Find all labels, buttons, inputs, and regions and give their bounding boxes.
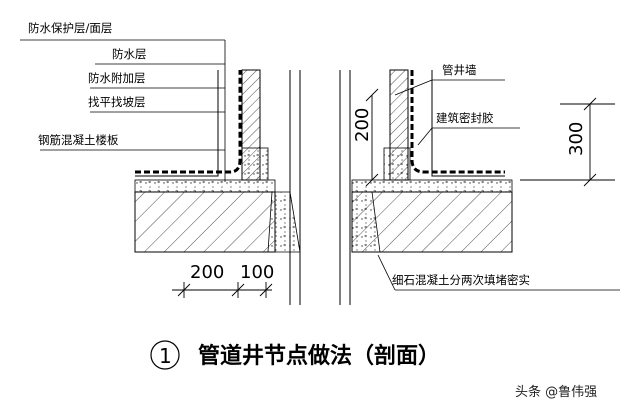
layer-label-slab: 钢筋混凝土楼板 xyxy=(38,133,119,147)
dim-right-height: 300 xyxy=(566,122,587,156)
label-shaft-wall: 管井墙 xyxy=(442,63,477,77)
watermark: 头条 @鲁伟强 xyxy=(515,384,597,400)
right-slab xyxy=(351,69,513,253)
label-fill: 细石混凝土分两次填堵密实 xyxy=(392,273,530,287)
label-sealant: 建筑密封胶 xyxy=(436,111,494,125)
pipe xyxy=(289,70,351,305)
layer-label-protection: 防水保护层/面层 xyxy=(28,21,112,35)
caption-title: 管道井节点做法（剖面） xyxy=(198,343,440,369)
right-leaders xyxy=(377,79,620,291)
layer-label-waterproof: 防水层 xyxy=(112,47,147,61)
caption-number-circle xyxy=(150,340,180,370)
dimension-lines xyxy=(172,88,615,298)
dim-upturn-height: 200 xyxy=(352,108,373,142)
dim-bottom-left: 200 xyxy=(190,262,224,283)
caption: 1 管道井节点做法（剖面） xyxy=(150,340,440,370)
layer-label-leveling: 找平找坡层 xyxy=(88,95,146,109)
layer-label-additional: 防水附加层 xyxy=(88,71,146,85)
caption-number: 1 xyxy=(159,344,172,368)
dim-bottom-right: 100 xyxy=(240,262,274,283)
layer-leaders xyxy=(20,39,226,182)
left-slab xyxy=(134,69,301,253)
